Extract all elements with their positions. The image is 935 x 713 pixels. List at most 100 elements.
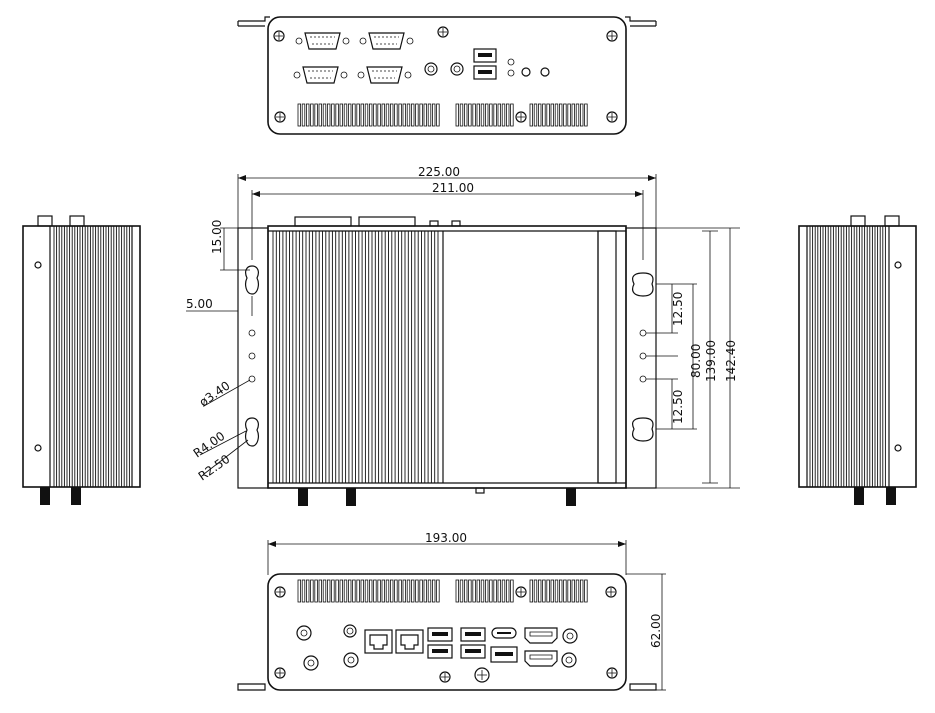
vent-slot — [394, 103, 398, 127]
dim-body-depth: 139.00 — [704, 340, 718, 382]
vent-slot — [489, 103, 493, 127]
screw-icon — [274, 586, 618, 683]
vent-slot — [364, 103, 369, 127]
vent-slot — [546, 579, 550, 603]
screw-icon — [274, 111, 286, 123]
vent-slot — [571, 579, 575, 603]
audio-jack-icon — [450, 62, 464, 76]
vent-slot — [571, 103, 575, 127]
vent-slot — [584, 579, 588, 603]
vent-slot — [480, 579, 485, 603]
vent-slot — [580, 103, 584, 127]
vent-slot — [546, 103, 550, 127]
vent-slot — [497, 103, 501, 127]
vent-slot — [480, 103, 485, 127]
vent-slot — [567, 579, 571, 603]
vent-slot — [567, 103, 571, 127]
front-panel-view: 193.00 62.00 — [237, 531, 666, 691]
vent-slot — [436, 103, 440, 127]
screw-icon — [273, 30, 285, 42]
vent-slot — [423, 579, 427, 603]
vent-slot — [398, 103, 402, 127]
vent-slot — [305, 579, 310, 603]
vent-slot — [415, 103, 419, 127]
screw-icon — [606, 111, 618, 123]
screw-icon — [437, 26, 449, 38]
vent-slot — [402, 579, 406, 603]
serial-port-icon — [357, 66, 412, 84]
left-side-view — [22, 215, 141, 505]
vent-slot — [554, 103, 559, 127]
vent-slot — [389, 103, 394, 127]
vent-slot — [472, 103, 476, 127]
vent-slot — [575, 103, 580, 127]
vent-slot — [322, 103, 327, 127]
hdmi-port-icon — [524, 627, 558, 667]
dim-hole-spacing-top: 12.50 — [671, 292, 685, 326]
vent-slot — [431, 579, 436, 603]
vent-slot — [339, 579, 343, 603]
vent-slot — [468, 103, 472, 127]
vent-slot — [352, 579, 356, 603]
vent-slot — [419, 579, 423, 603]
vent-slot — [406, 103, 411, 127]
dim-mount-top: 15.00 — [210, 220, 224, 254]
heatsink-fins — [272, 231, 439, 483]
vent-slot — [352, 103, 356, 127]
vent-slot — [410, 579, 415, 603]
vent-slot — [419, 103, 423, 127]
vent-slot — [322, 579, 327, 603]
vent-slot — [505, 103, 510, 127]
vent-slot — [318, 579, 322, 603]
vent-slot — [455, 103, 459, 127]
vent-slots — [297, 103, 588, 127]
dim-mount-left: 5.00 — [186, 297, 213, 311]
vent-slot — [402, 103, 406, 127]
rear-panel-view — [237, 16, 657, 135]
serial-port-icon — [359, 32, 414, 50]
vent-slot — [343, 103, 348, 127]
vent-slot — [510, 103, 514, 127]
right-side-view — [798, 215, 917, 505]
screw-icon — [606, 30, 618, 42]
vent-slot — [563, 103, 567, 127]
vent-slot — [427, 579, 432, 603]
vent-slot — [436, 579, 440, 603]
vent-slot — [489, 579, 493, 603]
vent-slot — [356, 579, 360, 603]
vent-slot — [314, 579, 318, 603]
antenna-connector-icon — [298, 487, 576, 506]
vent-slot — [389, 579, 394, 603]
power-jack-icon — [562, 628, 578, 644]
dim-hole-group-span: 80.00 — [689, 344, 703, 378]
audio-jack-icon — [343, 624, 357, 638]
serial-port-icon — [293, 66, 348, 84]
vent-slot — [484, 103, 489, 127]
vent-slot — [563, 579, 567, 603]
dim-overall-depth: 142.40 — [724, 340, 738, 382]
vent-slot — [331, 579, 335, 603]
vent-slot — [394, 579, 398, 603]
vent-slot — [493, 103, 497, 127]
vent-slot — [360, 103, 364, 127]
vent-slot — [415, 579, 419, 603]
vent-slot — [459, 103, 464, 127]
vent-slot — [373, 103, 377, 127]
vent-slot — [347, 579, 352, 603]
antenna-port-icon — [296, 625, 577, 671]
vent-slot — [339, 103, 343, 127]
vent-slot — [335, 103, 339, 127]
vent-slot — [533, 579, 538, 603]
vent-slot — [301, 579, 306, 603]
dim-mount-pitch: 211.00 — [432, 181, 474, 195]
vent-slot — [538, 579, 542, 603]
dim-front-height: 62.00 — [649, 614, 663, 648]
vent-slot — [310, 579, 314, 603]
vent-slot — [476, 579, 480, 603]
vent-slot — [377, 103, 381, 127]
vent-slot — [542, 579, 546, 603]
vent-slot — [529, 103, 533, 127]
mount-slot-icon — [245, 265, 259, 447]
vent-slot — [410, 103, 415, 127]
vent-slot — [533, 103, 538, 127]
